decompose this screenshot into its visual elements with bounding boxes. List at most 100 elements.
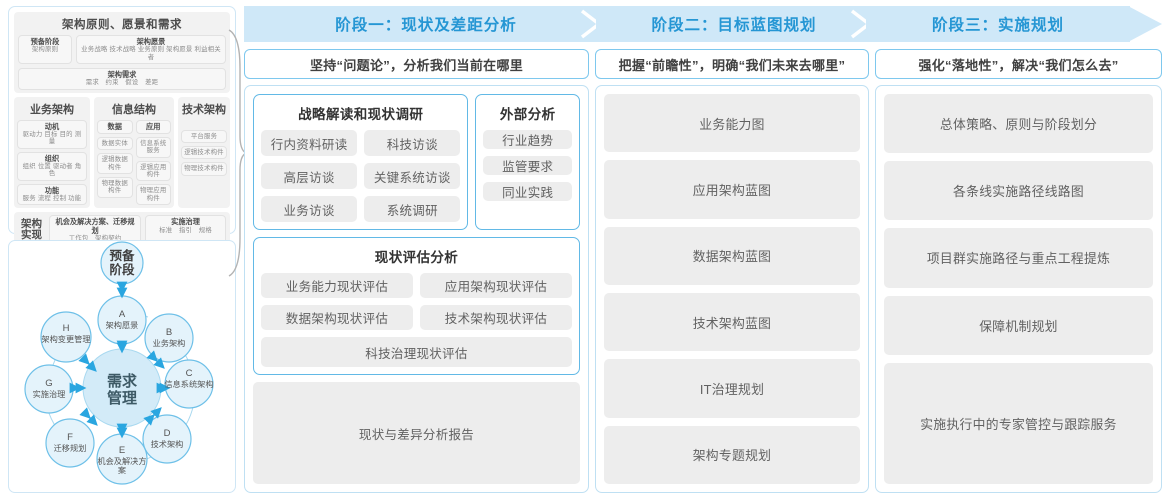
cell-sub: 标准 指引 规格	[159, 226, 212, 234]
phase-subtitle-2-text: 把握“前瞻性”，明确“我们未来去哪里”	[618, 57, 846, 73]
cell-head: 架构需求	[107, 70, 137, 79]
group-current-state-assessment: 现状评估分析 业务能力现状评估 应用架构现状评估 数据架构现状评估 技术架构现状…	[253, 237, 580, 375]
phase-panel-3: 总体策略、原则与阶段划分 各条线实施路径线路图 项目群实施路径与重点工程提炼 保…	[875, 85, 1162, 493]
adm-cycle-graphic	[24, 241, 214, 485]
phase-subtitle-2: 把握“前瞻性”，明确“我们未来去哪里”	[595, 49, 869, 79]
item-chip[interactable]: 应用架构现状评估	[420, 273, 572, 299]
phase-panel-2: 业务能力图 应用架构蓝图 数据架构蓝图 技术架构蓝图 IT治理规划 架构专题规划	[595, 85, 869, 493]
item-chip[interactable]: 架构专题规划	[604, 425, 860, 484]
item-chip[interactable]: 行业趋势	[483, 130, 572, 149]
cell-sub: 物理数据构件	[101, 180, 128, 195]
cell-sub: 业务战略 技术战略 业务原则 架构愿景 利益相关者	[81, 46, 221, 61]
impl-label-line2: 实现	[21, 229, 42, 242]
togaf-column-information: 信息结构 数据 数据实体 逻辑数据构件	[94, 96, 174, 209]
item-chip[interactable]: 数据架构蓝图	[604, 226, 860, 285]
architecture-principles-band: 架构原则、愿景和需求 预备阶段 架构原则 架构愿景 业务战略 技术战略 业务原则…	[14, 12, 230, 93]
cell-head: 功能	[44, 185, 60, 195]
node-c	[164, 359, 214, 409]
cell-sub: 服务 流程 控制 功能	[22, 194, 82, 202]
item-chip[interactable]: 业务能力现状评估	[261, 273, 413, 299]
phase-header-1[interactable]: 阶段一：现状及差距分析	[244, 6, 608, 42]
togaf-cell-prep: 预备阶段 架构原则	[18, 35, 72, 64]
togaf-column-technology: 技术架构 平台服务 逻辑技术构件 物理技术构件	[178, 96, 230, 209]
cell-head: 架构愿景	[136, 37, 166, 46]
cell-head: 应用	[146, 121, 161, 131]
togaf-content-framework-card: 架构原则、愿景和需求 预备阶段 架构原则 架构愿景 业务战略 技术战略 业务原则…	[8, 6, 236, 249]
cell-sub: 信息系统服务	[140, 139, 167, 155]
node-prep	[100, 241, 144, 285]
node-e	[96, 433, 148, 485]
item-chip[interactable]: 科技治理现状评估	[261, 337, 572, 367]
phase-header-2[interactable]: 阶段二：目标蓝图规划	[596, 6, 872, 42]
cell-sub: 工作包 架构契约	[68, 234, 122, 242]
phase-panel-row: 战略解读和现状调研 行内资料研读 科技访谈 高层访谈 关键系统访谈 业务访谈 系…	[244, 85, 1162, 493]
node-f	[45, 418, 95, 468]
item-chip[interactable]: 实施执行中的专家管控与跟踪服务	[884, 362, 1153, 484]
cell-head: 数据	[107, 121, 122, 131]
item-chip[interactable]: IT治理规划	[604, 359, 860, 418]
togaf-cell-logical-data: 逻辑数据构件	[97, 153, 133, 174]
item-chip[interactable]: 高层访谈	[261, 163, 358, 189]
column-header: 信息结构	[112, 103, 156, 116]
phase-header-row: 阶段一：现状及差距分析 阶段二：目标蓝图规划 阶段三：实施规划	[244, 6, 1162, 42]
item-chip[interactable]: 同业实践	[483, 182, 572, 201]
cell-head: 预备阶段	[30, 37, 60, 46]
phase-header-3-text: 阶段三：实施规划	[931, 17, 1064, 34]
group-strategy-research: 战略解读和现状调研 行内资料研读 科技访谈 高层访谈 关键系统访谈 业务访谈 系…	[253, 94, 469, 230]
togaf-cell-function: 功能 服务 流程 控制 功能	[17, 183, 87, 206]
column-header: 业务架构	[30, 103, 74, 116]
item-chip[interactable]: 科技访谈	[364, 130, 461, 156]
phases-region: 阶段一：现状及差距分析 阶段二：目标蓝图规划 阶段三：实施规划	[244, 6, 1162, 493]
phase-subtitle-3-text: 强化“落地性”，解决“我们怎么去”	[918, 57, 1119, 73]
node-center	[82, 348, 162, 428]
phase-header-3[interactable]: 阶段三：实施规划	[866, 6, 1130, 42]
item-chip[interactable]: 项目群实施路径与重点工程提炼	[884, 228, 1153, 288]
phase-header-2-text: 阶段二：目标蓝图规划	[651, 17, 817, 34]
item-chip[interactable]: 总体策略、原则与阶段划分	[884, 94, 1153, 154]
cell-sub: 逻辑应用构件	[140, 163, 167, 178]
item-chip[interactable]: 业务能力图	[604, 94, 860, 153]
chevron-3-icon	[1128, 6, 1162, 42]
togaf-cell-logical-app: 逻辑应用构件	[135, 160, 171, 182]
togaf-title: 架构原则、愿景和需求	[62, 19, 182, 31]
togaf-cell-is-service: 信息系统服务	[135, 136, 171, 158]
togaf-cell-organization: 组织 组织 位置 驱动者 角色	[17, 151, 87, 181]
phase-subtitle-1-text: 坚持“问题论”，分析我们当前在哪里	[309, 57, 524, 73]
group-title: 现状评估分析	[374, 250, 459, 265]
cell-sub: 物理应用构件	[140, 187, 167, 202]
item-chip[interactable]: 技术架构现状评估	[420, 305, 572, 331]
column-header: 技术架构	[182, 103, 226, 116]
item-chip[interactable]: 监管要求	[483, 156, 572, 175]
cell-head: 动机	[44, 121, 60, 131]
item-chip[interactable]: 应用架构蓝图	[604, 160, 860, 219]
item-chip[interactable]: 关键系统访谈	[364, 163, 461, 189]
item-chip[interactable]: 业务访谈	[261, 196, 358, 222]
item-chip[interactable]: 技术架构蓝图	[604, 292, 860, 352]
item-chip[interactable]: 系统调研	[364, 196, 461, 222]
item-chip[interactable]: 数据架构现状评估	[261, 305, 413, 331]
item-chip[interactable]: 各条线实施路径线路图	[884, 161, 1153, 221]
node-h	[40, 311, 92, 363]
phase-subtitle-1: 坚持“问题论”，分析我们当前在哪里	[244, 49, 589, 79]
togaf-cell-motivation: 动机 驱动力 目标 目的 测量	[17, 119, 87, 149]
node-a	[97, 295, 147, 345]
left-column: 架构原则、愿景和需求 预备阶段 架构原则 架构愿景 业务战略 技术战略 业务原则…	[8, 6, 236, 493]
togaf-cell-physical-tech: 物理技术构件	[181, 162, 227, 176]
phase-1-output[interactable]: 现状与差异分析报告	[253, 382, 580, 484]
cell-sub: 物理技术构件	[184, 165, 224, 173]
cell-sub: 平台服务	[190, 132, 218, 140]
cell-sub: 数据实体	[101, 139, 128, 147]
cell-sub: 逻辑数据构件	[101, 156, 128, 171]
togaf-cell-logical-tech: 逻辑技术构件	[181, 146, 227, 160]
item-chip[interactable]: 保障机制规划	[884, 295, 1153, 355]
cell-sub: 驱动力 目标 目的 测量	[22, 130, 82, 146]
togaf-cell-application: 应用	[135, 119, 171, 134]
impl-label: 架构 实现	[18, 215, 45, 245]
cell-sub: 架构原则	[31, 46, 59, 54]
item-chip[interactable]: 行内资料研读	[261, 130, 358, 156]
phase-panel-1: 战略解读和现状调研 行内资料研读 科技访谈 高层访谈 关键系统访谈 业务访谈 系…	[244, 85, 589, 493]
group-title: 战略解读和现状调研	[298, 107, 424, 122]
phase-subtitle-row: 坚持“问题论”，分析我们当前在哪里 把握“前瞻性”，明确“我们未来去哪里” 强化…	[244, 49, 1162, 79]
cell-head: 组织	[44, 153, 60, 163]
